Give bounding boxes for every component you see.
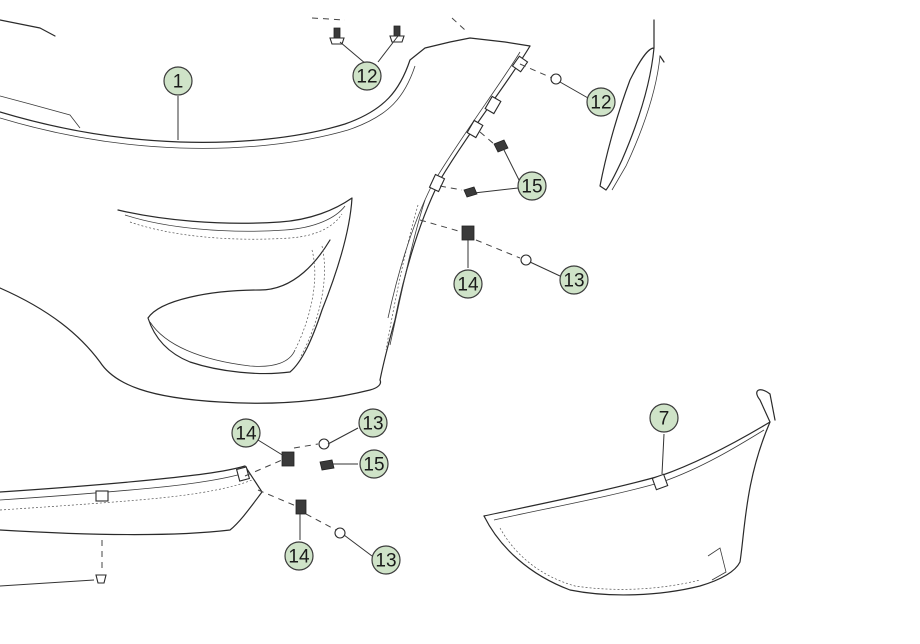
callout-12-right: 12	[586, 87, 616, 117]
side-molding	[599, 19, 665, 191]
callout-13-upper: 13	[559, 265, 589, 295]
callout-15-upper-label: 15	[521, 177, 542, 198]
callout-12-top-label: 12	[356, 67, 377, 88]
callout-14-lower-a-label: 14	[235, 424, 257, 445]
callout-7: 7	[649, 403, 679, 433]
callout-14-lower-b: 14	[284, 541, 314, 571]
callout-1-label: 1	[173, 72, 184, 93]
fasteners	[95, 25, 562, 584]
callout-13-lower-b: 13	[371, 545, 401, 575]
callout-15-upper: 15	[517, 171, 547, 201]
lower-lip	[0, 465, 263, 536]
callout-12-right-label: 12	[590, 93, 611, 114]
callout-14-lower-a: 14	[231, 418, 261, 448]
callout-15-lower: 15	[359, 449, 389, 479]
callout-12-top: 12	[352, 61, 382, 91]
callout-14-upper: 14	[453, 269, 483, 299]
bezel-trim	[483, 389, 776, 596]
callout-13-lower-a-label: 13	[362, 414, 383, 435]
callout-13-lower-b-label: 13	[375, 551, 396, 572]
callout-1: 1	[163, 66, 193, 96]
assembly-lines	[101, 17, 553, 570]
bumper-cover	[0, 19, 531, 404]
callout-13-lower-a: 13	[358, 408, 388, 438]
callout-14-upper-label: 14	[457, 275, 479, 296]
callout-14-lower-b-label: 14	[288, 547, 310, 568]
callout-15-lower-label: 15	[363, 455, 384, 476]
leader-lines	[0, 35, 665, 587]
callout-13-upper-label: 13	[563, 271, 584, 292]
callout-7-label: 7	[659, 409, 670, 430]
